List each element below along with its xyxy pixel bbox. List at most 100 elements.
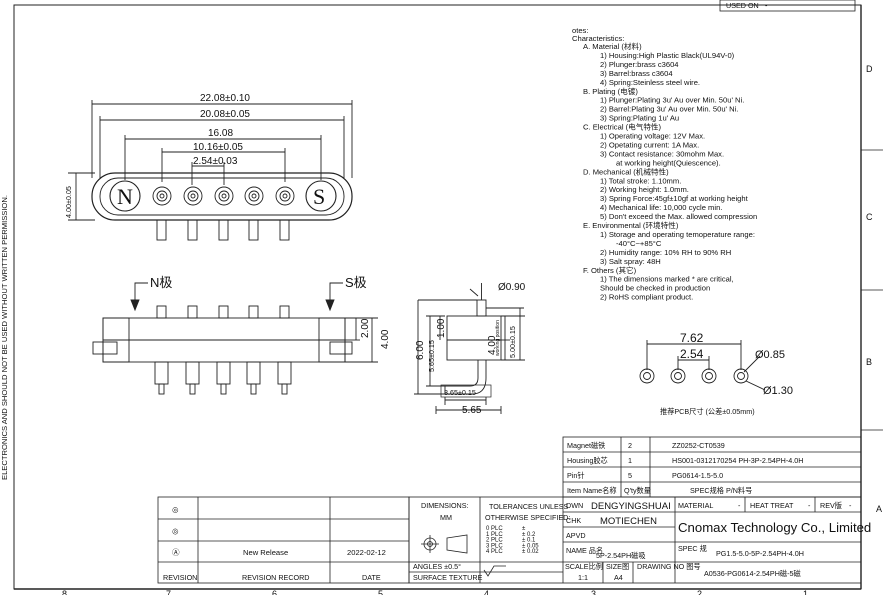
dim-5-65-height: 5.65±0.15	[427, 340, 436, 372]
zone-bottom-7: 7	[166, 589, 171, 595]
dwn-label: DWN	[566, 501, 583, 510]
dim-4-00-front: 4.00	[380, 329, 391, 349]
zone-bottom-2: 2	[697, 589, 702, 595]
size-value: A4	[614, 573, 623, 582]
name-value: 5P-2.54PH磁吸	[596, 551, 646, 560]
notes-section-heading: E. Environmental (环境特性)	[583, 220, 679, 230]
dim-2-54: 2.54±0.03	[193, 156, 238, 167]
heat-treat-value: -	[808, 501, 811, 510]
n-pole-callout: N极	[150, 275, 172, 290]
notes-line: 4) Spring:Steinless steel wire.	[600, 78, 700, 87]
heat-treat-label: HEAT TREAT	[750, 501, 794, 510]
zone-right-b: B	[866, 357, 872, 367]
notes-line: 3) Barrel:brass c3604	[600, 69, 673, 78]
zone-right-a: A	[876, 504, 882, 514]
notes-line: 1) Plunger:Plating 3u' Au over Min. 50u'…	[600, 96, 744, 105]
tolerance-value: ± 0.02	[522, 549, 539, 555]
tolerance-value: ± 0.2	[522, 532, 536, 538]
zone-bottom-8: 8	[62, 589, 67, 595]
tolerance-place: 1 PLC	[486, 532, 503, 538]
rev-header-revision: REVISION	[163, 573, 197, 582]
dim-10-16: 10.16±0.05	[193, 142, 243, 153]
dim-3-65: 3.65±0.15	[444, 388, 476, 397]
rev-value: -	[849, 501, 852, 510]
zone-bottom-3: 3	[591, 589, 596, 595]
notes-line: Should be checked in production	[600, 284, 710, 293]
scale-label: SCALE比例	[565, 562, 603, 571]
notes-block: otes: Characteristics: A. Material (材料)1…	[572, 26, 757, 302]
notes-line: 1) Operating voltage: 12V Max.	[600, 132, 705, 141]
notes-line: -40°C~+85°C	[616, 239, 662, 248]
dim-4-00-side: 4.00	[487, 335, 498, 355]
dimensions-label: DIMENSIONS:	[421, 501, 469, 510]
used-on-box: USED ON -	[719, 0, 856, 12]
bom-table	[562, 436, 862, 498]
notes-line: 3) Contact resistance: 30mohm Max.	[600, 149, 724, 158]
drawing-no-value: A0536-PG0614-2.54PH磁-5磁	[704, 569, 801, 578]
bom-qty: 1	[628, 456, 632, 465]
s-pole-callout: S极	[345, 275, 367, 290]
notes-section-heading: D. Mechanical (机械特性)	[583, 166, 669, 176]
bom-part-number: PG0614-1.5-5.0	[672, 471, 723, 480]
notes-line: 2) Plunger:brass c3604	[600, 60, 679, 69]
pcb-caption: 推荐PCB尺寸 (公差±0.05mm)	[660, 407, 755, 416]
dwn-value: DENGYINGSHUAI	[591, 501, 671, 512]
notes-section-heading: C. Electrical (电气特性)	[583, 122, 662, 132]
zone-right-c: C	[866, 212, 873, 222]
dim-22-08: 22.08±0.10	[200, 93, 250, 104]
bom-item-name: Magnet磁铁	[567, 441, 605, 450]
dim-5-65-width: 5.65	[462, 405, 482, 416]
notes-line: 1) Total stroke: 1.10mm.	[600, 176, 681, 185]
bom-item-name: Item Name名称	[567, 486, 617, 495]
notes-line: 1) Storage and operating temoperature ra…	[600, 230, 755, 239]
bom-part-number: ZZ0252-CT0539	[672, 441, 725, 450]
used-on-value: -	[765, 1, 768, 10]
notes-section-heading: B. Plating (电镀)	[583, 86, 638, 96]
chk-label: CHK	[566, 516, 581, 525]
notes-line: 1) The dimensions marked * are critical,	[600, 275, 734, 284]
company-name: Cnomax Technology Co., Limited	[678, 520, 871, 535]
zone-right-d: D	[866, 64, 873, 74]
material-label: MATERIAL	[678, 501, 713, 510]
notes-line: 2) Opetating current: 1A Max.	[600, 140, 699, 149]
dim-pcb-2-54: 2.54	[680, 347, 704, 361]
notes-line: 4) Mechanical life: 10,000 cycle min.	[600, 203, 722, 212]
dimensions-unit: MM	[440, 513, 452, 522]
dim-pad-1-30: Ø1.30	[763, 385, 793, 397]
rev-header-date: DATE	[362, 573, 381, 582]
tolerance-rows: 0 PLC±1 PLC± 0.22 PLC± 0.13 PLC± 0.054 P…	[486, 526, 539, 555]
dim-pin-diameter: Ø0.90	[498, 282, 526, 293]
angles-label: ANGLES ±0.5°	[413, 562, 461, 571]
dim-6-00: 6.00	[415, 340, 426, 360]
dim-16-08: 16.08	[208, 128, 233, 139]
scale-value: 1:1	[578, 573, 588, 582]
notes-line: 2) Barrel:Plating 3u' Au over Min. 50u' …	[600, 105, 738, 114]
tolerance-place: 2 PLC	[486, 538, 503, 544]
notes-section-heading: A. Material (材料)	[583, 41, 642, 51]
revision-description: New Release	[243, 548, 288, 557]
tolerance-subtitle: OTHERWISE SPECIFIED:	[485, 513, 570, 522]
rev-header-record: REVISION RECORD	[242, 573, 310, 582]
bom-qty: 5	[628, 471, 632, 480]
notes-title: otes:	[572, 26, 588, 35]
notes-line: 2) Humidity range: 10% RH to 90% RH	[600, 248, 731, 257]
notes-line: 2) Working height: 1.0mm.	[600, 185, 689, 194]
spec-value: PG1.5-5.0-5P-2.54PH-4.0H	[716, 549, 804, 558]
drawing-no-label: DRAWING NO 图号	[637, 562, 701, 571]
revision-mark: ◎	[172, 527, 179, 536]
notes-line: 5) Don't exceed the Max. allowed compres…	[600, 212, 757, 221]
apvd-label: APVD	[566, 531, 586, 540]
revision-table	[157, 496, 410, 584]
side-permission-text: ELECTRONICS AND SHOULD NOT BE USED WITHO…	[0, 195, 9, 480]
tolerance-value: ± 0.1	[522, 538, 536, 544]
material-value: -	[738, 501, 741, 510]
zone-bottom-4: 4	[484, 589, 489, 595]
dim-2-00-front: 2.00	[360, 318, 371, 338]
bom-part-number: HS001-0312170254 PH-3P-2.54PH-4.0H	[672, 456, 803, 465]
bom-qty: Q'ty数量	[624, 486, 651, 495]
pole-s-label: S	[313, 184, 325, 209]
revision-mark: ◎	[172, 505, 179, 514]
tolerance-place: 3 PLC	[486, 543, 503, 549]
